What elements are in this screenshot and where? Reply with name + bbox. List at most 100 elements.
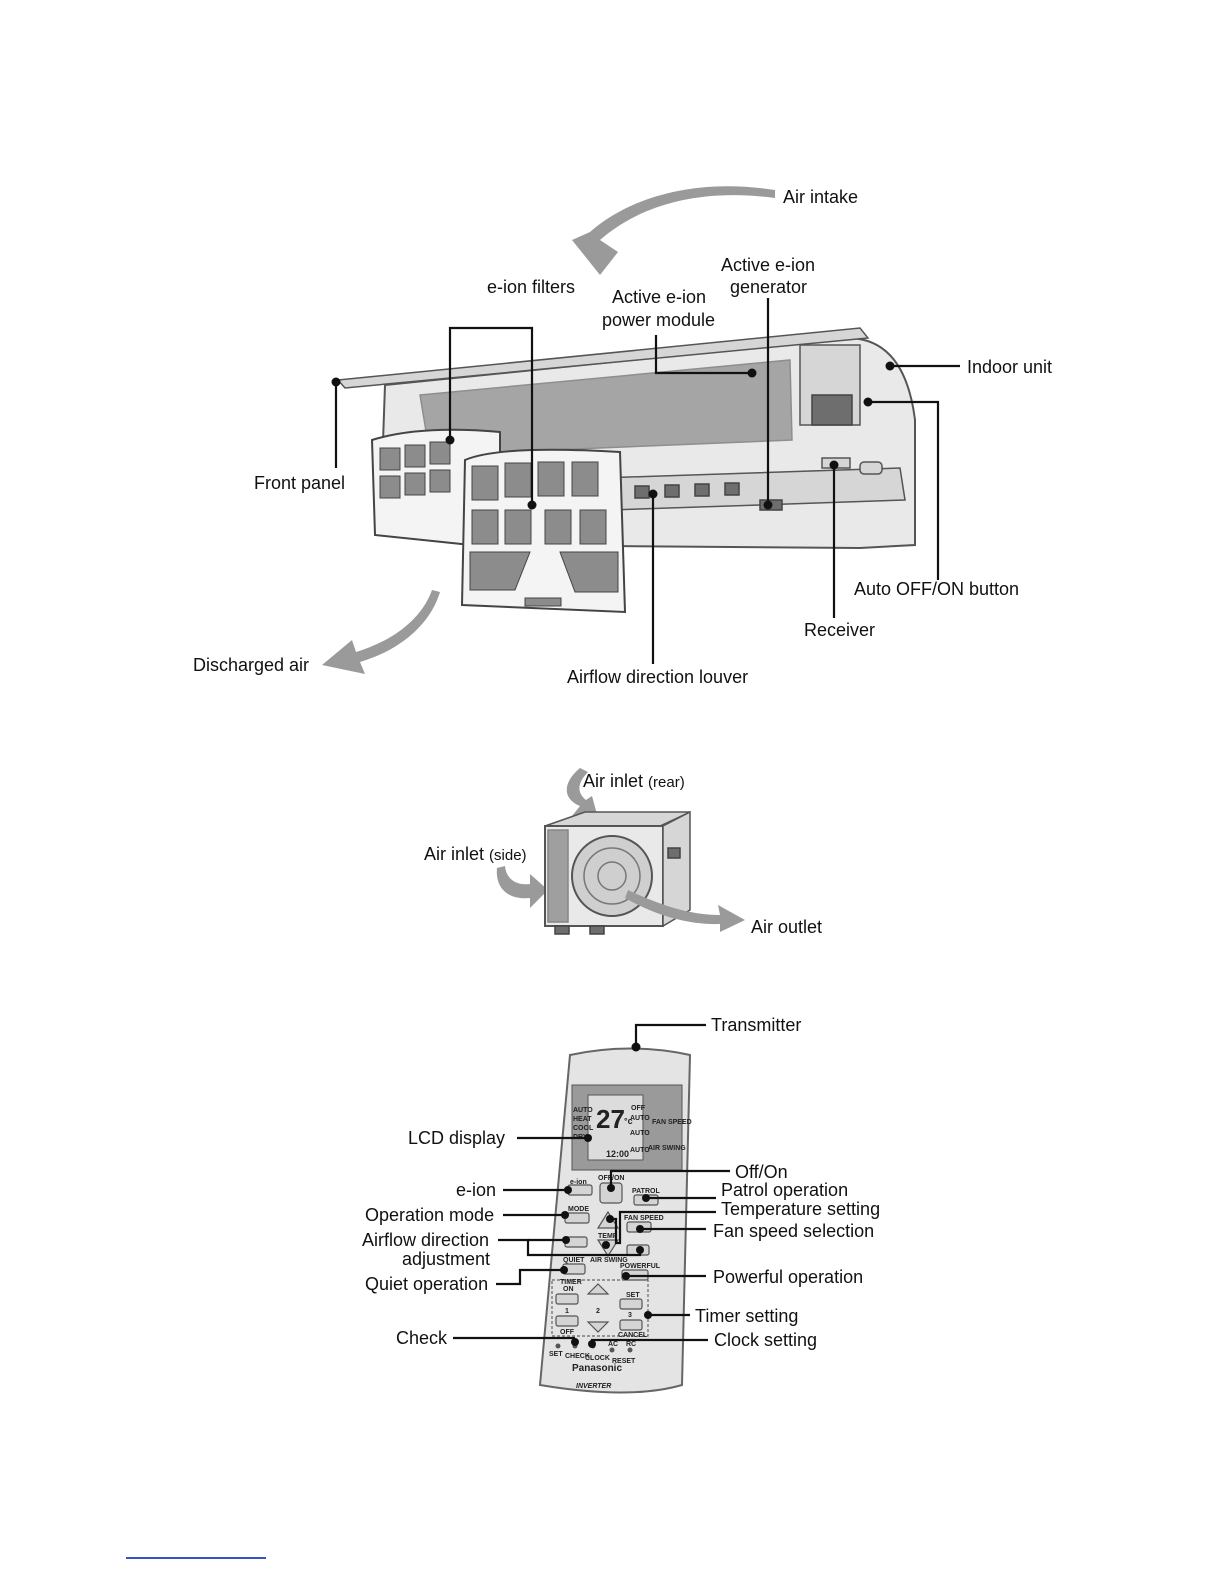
ac-reset-hole[interactable] [609, 1347, 615, 1353]
bottom-reset-lbl: RESET [612, 1358, 636, 1365]
label-indoor-unit: Indoor unit [967, 357, 1052, 377]
timer-1-lbl: 1 [565, 1308, 569, 1315]
timer-lbl: TIMER [560, 1279, 582, 1286]
label-power-module-1: Active e-ion [612, 287, 706, 307]
label-receiver: Receiver [804, 620, 875, 640]
remote-leaders [453, 1023, 730, 1348]
label-auto-off-on: Auto OFF/ON button [854, 579, 1019, 599]
timer-cancel-button[interactable] [619, 1319, 643, 1331]
label-off-on: Off/On [735, 1162, 788, 1182]
rc-reset-hole[interactable] [627, 1347, 633, 1353]
label-airflow-2: adjustment [402, 1249, 490, 1269]
label-temperature: Temperature setting [721, 1199, 880, 1219]
air-inlet-rear-arrow [566, 768, 598, 818]
label-front-panel: Front panel [254, 473, 345, 493]
label-generator-1: Active e-ion [721, 255, 815, 275]
label-check: Check [396, 1328, 448, 1348]
label-air-intake: Air intake [783, 187, 858, 207]
inverter-logo: INVERTER [576, 1383, 611, 1390]
brand-logo: Panasonic [572, 1363, 622, 1374]
fan-speed-lbl: FAN SPEED [652, 1119, 692, 1126]
outdoor-side-grille [547, 829, 569, 923]
air-swing-btn-lbl: AIR SWING [590, 1257, 628, 1264]
label-fan-speed: Fan speed selection [713, 1221, 874, 1241]
outdoor-unit-side [662, 810, 691, 928]
power-module-box [811, 394, 853, 426]
lcd-screen [587, 1094, 644, 1161]
label-airflow-1: Airflow direction [362, 1230, 489, 1250]
bottom-rc-lbl: RC [626, 1341, 636, 1348]
outdoor-foot-right [589, 925, 605, 935]
lcd-clock: 12:00 [606, 1149, 629, 1159]
bottom-set-lbl: SET [549, 1351, 563, 1358]
timer-panel [551, 1279, 649, 1337]
lcd-auto-2: AUTO [630, 1130, 650, 1137]
front-panel [336, 327, 870, 389]
label-generator-2: generator [730, 277, 807, 297]
powerful-btn-lbl: POWERFUL [620, 1263, 661, 1270]
label-transmitter: Transmitter [711, 1015, 801, 1035]
timer-off-button[interactable] [555, 1315, 579, 1327]
mode-btn-lbl: MODE [568, 1206, 589, 1213]
discharged-air-arrow [322, 590, 440, 674]
bottom-ac-lbl: AC [608, 1341, 618, 1348]
timer-on-lbl: ON [563, 1286, 574, 1293]
air-inlet-side-arrow [496, 866, 548, 908]
air-outlet-arrow [625, 890, 745, 932]
label-lcd-display: LCD display [408, 1128, 505, 1148]
timer-set-lbl: SET [626, 1292, 640, 1299]
outdoor-fan-ring [583, 847, 641, 905]
label-patrol: Patrol operation [721, 1180, 848, 1200]
timer-on-button[interactable] [555, 1293, 579, 1305]
eion-btn-lbl: e-ion [570, 1179, 587, 1186]
label-timer: Timer setting [695, 1306, 798, 1326]
timer-cancel-lbl: CANCEL [618, 1332, 648, 1339]
quiet-btn-lbl: QUIET [563, 1257, 585, 1264]
auto-button-face [859, 461, 883, 475]
mode-heat: HEAT [573, 1116, 592, 1123]
timer-set-button[interactable] [619, 1298, 643, 1310]
label-eion: e-ion [456, 1180, 496, 1200]
lcd-temp-unit: °c [624, 1116, 633, 1126]
label-clock: Clock setting [714, 1330, 817, 1350]
set-hole[interactable] [555, 1343, 561, 1349]
timer-3-lbl: 3 [628, 1312, 632, 1319]
air-swing-lbl: AIR SWING [648, 1145, 686, 1152]
outdoor-labels: Air inlet (rear) Air inlet (side) Air ou… [424, 771, 822, 937]
temp-btn-lbl: TEMP [598, 1233, 618, 1240]
lcd-off: OFF [631, 1105, 646, 1112]
lcd-auto-3: AUTO [630, 1147, 650, 1154]
label-louver: Airflow direction louver [567, 667, 748, 687]
timer-off-lbl: OFF [560, 1329, 575, 1336]
lcd-temp: 27 [596, 1104, 625, 1134]
air-intake-arrow [572, 186, 775, 275]
label-air-outlet: Air outlet [751, 917, 822, 937]
mode-cool: COOL [573, 1125, 594, 1132]
footer-link-underline [126, 1557, 266, 1559]
label-power-module-2: power module [602, 310, 715, 330]
label-quiet: Quiet operation [365, 1274, 488, 1294]
patrol-btn-lbl: PATROL [632, 1188, 660, 1195]
label-discharged-air: Discharged air [193, 655, 309, 675]
remote-labels: Transmitter LCD display Off/On e-ion Pat… [362, 1015, 880, 1350]
outdoor-unit-illustration [496, 768, 745, 935]
filter-left-cells [379, 441, 451, 499]
label-air-inlet-rear: Air inlet (rear) [583, 771, 685, 791]
label-eion-filters: e-ion filters [487, 277, 575, 297]
timer-down-button[interactable] [586, 1321, 610, 1333]
label-air-inlet-side: Air inlet (side) [424, 844, 527, 864]
outdoor-label-plate [667, 847, 681, 859]
timer-2-lbl: 2 [596, 1308, 600, 1315]
indoor-unit-illustration [322, 186, 916, 674]
label-operation-mode: Operation mode [365, 1205, 494, 1225]
mode-auto: AUTO [573, 1107, 593, 1114]
timer-up-button[interactable] [586, 1283, 610, 1295]
bottom-check-lbl: CHECK [565, 1353, 590, 1360]
lcd-auto-1: AUTO [630, 1115, 650, 1122]
indoor-leaders [331, 298, 960, 664]
bottom-clock-lbl: CLOCK [585, 1355, 610, 1362]
indoor-labels: Air intake e-ion filters Active e-ion po… [193, 187, 1052, 687]
filter-right-cells [469, 461, 619, 607]
outdoor-fan-hub [597, 861, 627, 891]
